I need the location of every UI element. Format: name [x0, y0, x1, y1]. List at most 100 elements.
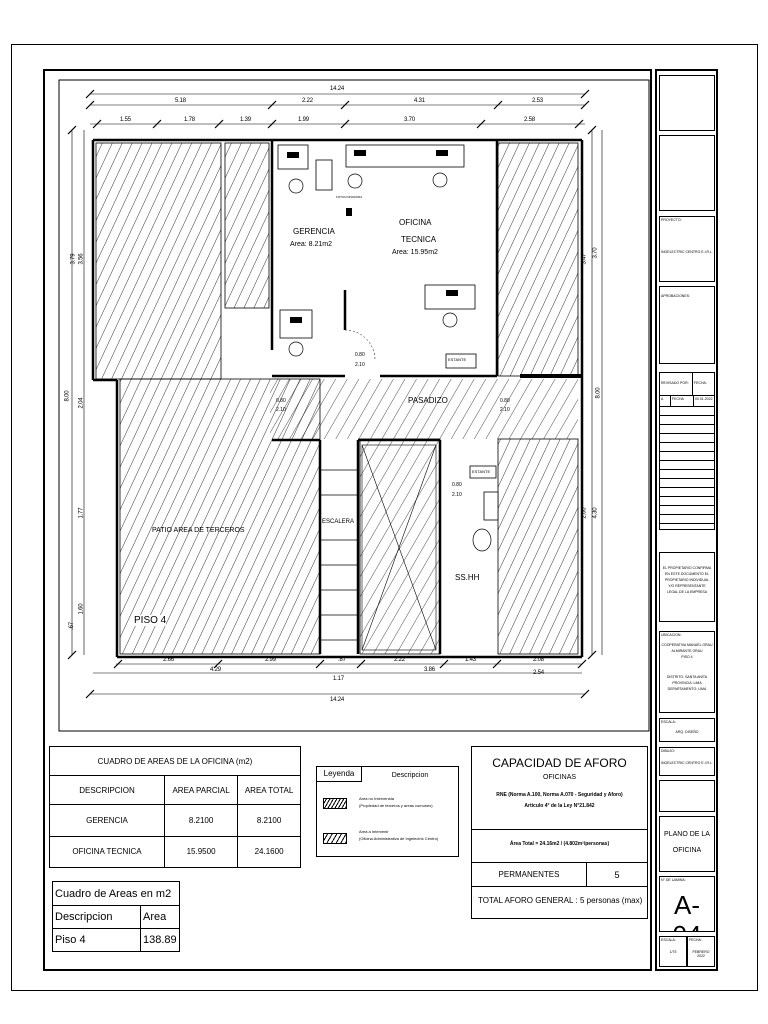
- room-label-oficina: OFICINA: [399, 218, 432, 227]
- tb-lamina: N° DE LAMINA: A-04: [659, 876, 715, 932]
- room-label-oficina-2: TECNICA: [401, 235, 437, 244]
- areas-cell: 8.2100: [163, 804, 239, 837]
- tb-revisado-label: REVISADO POR:: [660, 373, 693, 395]
- dim-bottom-5: 1.43: [465, 657, 476, 663]
- tb-escala: ESCALA: ARQ. DISEÑO: [659, 718, 715, 742]
- tb-blank: [659, 135, 715, 211]
- aforo-total-label: TOTAL AFORO GENERAL :: [478, 896, 578, 905]
- office-area: [275, 143, 497, 376]
- door-label-1b: 2.10: [355, 362, 365, 368]
- tb-plano-line: OFICINA: [672, 847, 702, 854]
- hatch-right-top: [497, 142, 579, 377]
- tb-escala-bottom-label: ESCALA:: [661, 938, 676, 942]
- areas-cell: 24.1600: [237, 835, 301, 869]
- areas-m2-title: Cuadro de Areas en m2: [52, 881, 180, 906]
- room-label-piso: PISO 4: [134, 615, 167, 626]
- aforo-area-total: Área Total = 24.16m2 / (4.802m²/personas…: [472, 829, 647, 863]
- dim-left-overall: 8.00: [64, 390, 71, 402]
- tb-dist-line: PROVINCIA: LIMA: [672, 681, 702, 685]
- tb-dibujo-value: INGELECTRIC CENTRO E.I.R.L.: [661, 761, 713, 765]
- room-area-gerencia: Area: 8.21m2: [290, 241, 333, 248]
- hatch-left-top: [95, 142, 222, 380]
- areas-cell: GERENCIA: [49, 804, 165, 837]
- tb-proyecto: PROYECTO: INGELECTRIC CENTRO E.I.R.L.: [659, 216, 715, 282]
- aforo-title: CAPACIDAD DE AFORO: [492, 756, 627, 770]
- aforo-total-row: TOTAL AFORO GENERAL : 5 personas (max): [472, 886, 647, 920]
- hatch-pasadizo: [270, 379, 578, 439]
- dim-top-3: 4.31: [414, 98, 425, 104]
- tb-ubicacion: UBICACION: COOPERATIVA MANUEL GRAU ALMIR…: [659, 631, 715, 713]
- areas-m2-header-area: Area: [140, 905, 180, 929]
- dim-left-4: 1.77: [78, 507, 85, 519]
- estante-label-1: ESTANTE: [448, 357, 467, 362]
- room-label-escalera: ESCALERA: [322, 519, 355, 525]
- tb-escala-value: ARQ. DISEÑO: [675, 730, 699, 734]
- dim-right-1: 3.70: [592, 247, 599, 259]
- legend-title: Leyenda: [317, 767, 362, 782]
- areas-header-desc: DESCRIPCION: [49, 775, 165, 806]
- room-label-patio: PATIO AREA DE TERCEROS: [152, 527, 245, 534]
- dim-bottom-sub-4: 2.54: [533, 670, 544, 676]
- dim-bottom-3: .87: [338, 657, 346, 663]
- aforo-norma: RNE (Norma A.100, Norma A.070 - Segurida…: [496, 792, 623, 798]
- tb-fecha-bottom-label: FECHA:: [689, 938, 702, 942]
- hatch-left-col: [224, 142, 270, 309]
- areas-m2-cell: Piso 4: [52, 928, 141, 952]
- dim-bottom-6: 2.08: [533, 657, 544, 663]
- areas-cell: OFICINA TECNICA: [49, 835, 165, 869]
- areas-m2-table: Cuadro de Areas en m2 Descripcion Area P…: [52, 881, 180, 952]
- areas-header-total: AREA TOTAL: [237, 775, 301, 806]
- tb-escala-label: ESCALA:: [661, 720, 676, 724]
- drawing-frame: [43, 69, 652, 971]
- tb-ubicacion-line: ALMIRANTE GRAU: [671, 649, 703, 653]
- dim-top-1: 5.18: [175, 98, 186, 104]
- aforo-permanentes-value: 5: [614, 870, 620, 880]
- tb-nota-line: PROPIETARIO INDIVIDUAL: [664, 578, 710, 582]
- dim-left-1: 3.79: [70, 253, 77, 265]
- areas-m2-cell: 138.89: [140, 928, 180, 952]
- aforo-total-value: 5 personas (max): [580, 896, 643, 905]
- dim-top-4: 2.53: [532, 98, 543, 104]
- tb-proyecto-label: PROYECTO:: [661, 218, 682, 222]
- aforo-permanentes-label: PERMANENTES: [472, 863, 587, 887]
- tb-fecha-bottom-value: FEBRERO 2022: [692, 950, 710, 958]
- tb-rev-a: A: [660, 396, 671, 406]
- tb-dist-line: DISTRITO: SANTA ANITA: [666, 675, 708, 679]
- areas-cell: 8.2100: [237, 804, 301, 837]
- fotocopiadora-label: FOTOCOPIADORA: [336, 195, 363, 199]
- tb-nota: EL PROPIETARIO CONFIRMA EN ESTE DOCUMENT…: [659, 552, 715, 622]
- tb-aprobaciones-label: APROBACIONES:: [661, 294, 690, 298]
- tb-revision-table: REVISADO POR: FECHA: A FECHA 00.01.2022: [659, 372, 715, 530]
- door-label-1a: 0.80: [355, 352, 365, 358]
- dim-top-2: 2.22: [302, 98, 313, 104]
- tb-contenido: [659, 780, 715, 812]
- areas-cell: 15.9500: [163, 835, 239, 869]
- dim-left-2: 3.56: [78, 253, 85, 265]
- legend-swatch-1: [323, 798, 347, 809]
- dim-bottom-sub-3: 3.86: [424, 667, 435, 673]
- dim-left-5: 1.60: [78, 603, 85, 615]
- legend-item-2-l2: (Oficina Administrativa de Ingelectric C…: [359, 836, 439, 841]
- aforo-articulo: Articulo 4° de la Ley N°21.842: [524, 803, 595, 809]
- areas-table: CUADRO DE AREAS DE LA OFICINA (m2) DESCR…: [49, 745, 301, 869]
- room-label-gerencia: GERENCIA: [293, 227, 335, 236]
- tb-nota-line: EL PROPIETARIO CONFIRMA: [662, 566, 712, 570]
- room-label-pasadizo: PASADIZO: [408, 396, 448, 405]
- tb-logo: [659, 75, 715, 131]
- legend-box: Leyenda Descripcion Area no Intervenida …: [316, 766, 459, 857]
- drawing-sheet-border: [11, 44, 758, 991]
- areas-table-title: CUADRO DE AREAS DE LA OFICINA (m2): [49, 745, 301, 777]
- room-area-oficina: Area: 15.95m2: [392, 249, 438, 256]
- door-label-4a: 0.80: [452, 482, 462, 488]
- legend-header: Descripcion: [391, 772, 429, 779]
- title-block: [655, 69, 718, 971]
- aforo-box: CAPACIDAD DE AFORO OFICINAS RNE (Norma A…: [471, 746, 648, 919]
- room-label-sshh: SS.HH: [455, 573, 480, 582]
- dim-bottom-1: 2.66: [163, 657, 174, 663]
- tb-aprobaciones: APROBACIONES:: [659, 286, 715, 364]
- tb-ubicacion-label: UBICACION:: [661, 633, 682, 637]
- estante-label-2: ESTANTE: [472, 469, 491, 474]
- tb-escala-bottom-value: 1/75: [669, 950, 677, 954]
- tb-dibujo: DIBUJO: INGELECTRIC CENTRO E.I.R.L.: [659, 747, 715, 776]
- tb-lamina-label: N° DE LAMINA:: [661, 878, 686, 882]
